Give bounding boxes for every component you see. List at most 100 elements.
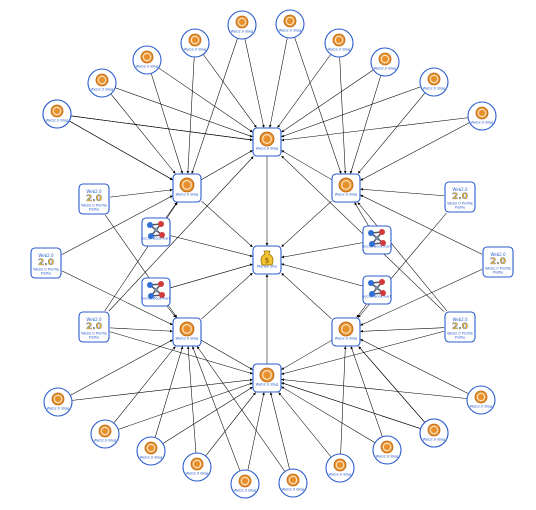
network-dot <box>368 230 374 236</box>
node-c9[interactable]: Web2.0 Blog <box>370 47 400 77</box>
node-sublabel: Profile <box>89 208 100 212</box>
node-c2[interactable]: Web2.0 Blog <box>42 99 72 129</box>
edge-c13-ll <box>113 346 176 423</box>
node-label: Web2.0 Blog <box>376 455 399 459</box>
web2-title: Web2.0 <box>86 317 102 322</box>
coin-ring <box>182 324 192 334</box>
node-lr[interactable]: Web2.0 Blog <box>331 317 361 347</box>
node-s3[interactable]: Social Bookmark <box>362 225 393 255</box>
edge-c17-ll <box>196 346 285 472</box>
edge-c6-ul <box>191 38 238 174</box>
edge-c9-top <box>281 69 374 133</box>
node-label: Web2.0 Blog <box>176 337 199 341</box>
coin-ring <box>429 425 439 435</box>
node-label: Web2.0 Blog <box>47 407 70 411</box>
node-c13[interactable]: Web2.0 Blog <box>90 419 120 449</box>
coin-ring <box>341 324 351 334</box>
node-s1[interactable]: Social Bookmark <box>141 217 172 247</box>
network-dot <box>148 293 154 299</box>
node-label: Web2.0 Blog <box>282 488 305 492</box>
node-label: Web2.0 Profile <box>485 267 512 271</box>
node-c5[interactable]: Web2.0 Blog <box>180 28 210 58</box>
edge-c7-top <box>268 38 288 128</box>
coin-ring <box>237 17 247 27</box>
node-c3[interactable]: Web2.0 Blog <box>87 68 117 98</box>
node-c22[interactable]: Web2.0 Blog <box>466 385 496 415</box>
coin-ring <box>285 16 295 26</box>
coin-ring <box>288 475 298 485</box>
node-label: Web2.0 Profile <box>33 268 60 272</box>
node-c21[interactable]: Web2.0 Blog <box>419 418 449 448</box>
node-frame <box>78 183 110 215</box>
node-label: Web2.0 Blog <box>46 119 69 123</box>
node-label: Web2.0 Blog <box>186 472 209 476</box>
network-dot <box>379 279 385 285</box>
coin-ring <box>477 108 487 118</box>
node-c4[interactable]: Web2.0 Blog <box>132 45 162 75</box>
node-sublabel: Profile <box>455 206 466 210</box>
node-label: Web2.0 Blog <box>231 30 254 34</box>
node-c8[interactable]: Web2.0 Blog <box>324 28 354 58</box>
edge-p6-lr <box>360 327 445 333</box>
node-frame <box>444 311 476 343</box>
edge-p3-bottom <box>109 331 253 375</box>
node-c17[interactable]: Web2.0 Blog <box>278 468 308 498</box>
node-s4[interactable]: Social Bookmark <box>362 275 393 305</box>
edge-c21-bottom <box>281 382 421 429</box>
node-c6[interactable]: Web2.0 Blog <box>227 10 257 40</box>
edge-c16-ll <box>192 346 241 471</box>
edge-ul-center <box>201 200 253 248</box>
edge-c6-top <box>244 39 265 128</box>
node-label: Web2.0 Blog <box>140 456 163 460</box>
node-c15[interactable]: Web2.0 Blog <box>182 452 212 482</box>
node-s2[interactable]: Social Bookmark <box>141 277 172 307</box>
coin-ring <box>146 443 156 453</box>
node-c11[interactable]: Web2.0 Blog <box>467 101 497 131</box>
node-c14[interactable]: Web2.0 Blog <box>136 436 166 466</box>
node-ur[interactable]: Web2.0 Blog <box>331 173 361 203</box>
node-c18[interactable]: Web2.0 Blog <box>325 453 355 483</box>
node-label: Social Bookmark <box>362 295 393 299</box>
edge-p6-bottom <box>281 330 445 375</box>
node-top[interactable]: Web2.0 Blog <box>252 127 282 157</box>
edge-c15-ll <box>186 346 197 453</box>
node-center[interactable]: $Money Site <box>252 245 282 275</box>
edge-p1-ul <box>109 188 173 198</box>
money-bag-shape <box>260 250 274 266</box>
web2-icon: 2.0 <box>86 322 102 332</box>
network-dot <box>374 285 380 291</box>
edge-c5-top <box>203 54 257 128</box>
coin-ring <box>52 106 62 116</box>
coin-ring <box>262 370 272 380</box>
node-label: Web2.0 Blog <box>423 87 446 91</box>
node-c12[interactable]: Web2.0 Blog <box>43 387 73 417</box>
network-dot <box>369 291 375 297</box>
network-dot <box>153 227 159 233</box>
node-c16[interactable]: Web2.0 Blog <box>230 469 260 499</box>
node-bottom[interactable]: Web2.0 Blog <box>252 363 282 393</box>
edge-c3-ul <box>110 94 176 174</box>
edge-p5-ur <box>360 194 483 255</box>
coin-icon <box>179 177 195 193</box>
coin-ring <box>100 426 110 436</box>
edge-p3-ll <box>109 327 173 333</box>
edge-c10-top <box>281 86 421 138</box>
node-c19[interactable]: Web2.0 Blog <box>372 435 402 465</box>
node-label: Web2.0 Blog <box>423 438 446 442</box>
web2-title: Web2.0 <box>490 252 506 257</box>
edge-c22-bottom <box>281 378 467 399</box>
node-ul[interactable]: Web2.0 Blog <box>172 173 202 203</box>
node-label: Web2.0 Blog <box>329 473 352 477</box>
node-c10[interactable]: Web2.0 Blog <box>419 67 449 97</box>
coin-icon <box>338 321 354 337</box>
node-frame <box>78 311 110 343</box>
node-ll[interactable]: Web2.0 Blog <box>172 317 202 347</box>
node-c7[interactable]: Web2.0 Blog <box>275 9 305 39</box>
